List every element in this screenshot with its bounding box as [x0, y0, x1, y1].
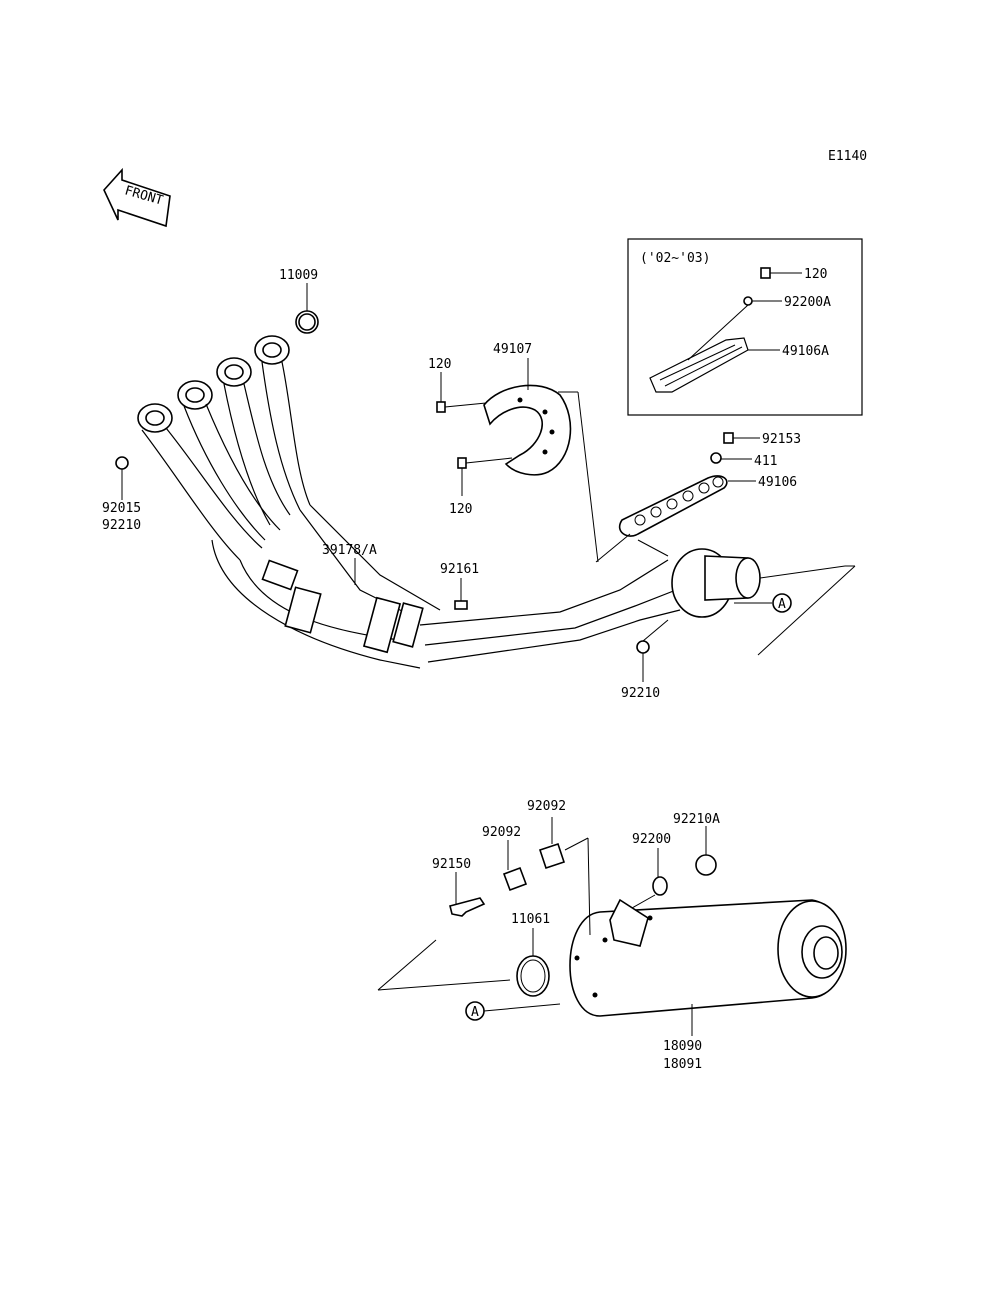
- label-411: 411: [754, 454, 777, 469]
- label-11009: 11009: [279, 268, 318, 283]
- muffler-bracket-icon: [609, 898, 649, 947]
- bushing-92092-mid-icon: [502, 866, 528, 892]
- inset-washer-icon: [743, 296, 753, 306]
- label-inset-49106a: 49106A: [782, 344, 829, 359]
- label-120-bottom: 120: [449, 502, 472, 517]
- label-49106: 49106: [758, 475, 797, 490]
- ref-a-lower-label: A: [471, 1005, 479, 1020]
- label-18091: 18091: [663, 1057, 702, 1072]
- inset-bolt-icon: [760, 267, 771, 279]
- label-92092-top: 92092: [527, 799, 566, 814]
- label-120-top: 120: [428, 357, 451, 372]
- muffler-assembly-icon: [569, 898, 847, 1017]
- diagram-code: E1140: [828, 149, 867, 164]
- bolt-120-bottom-icon: [457, 457, 467, 469]
- label-92161: 92161: [440, 562, 479, 577]
- heat-guard-49107-icon: [483, 384, 572, 476]
- label-18090: 18090: [663, 1039, 702, 1054]
- inset-box: ('02~'03) 120 92200A 49106A: [627, 238, 863, 416]
- nut-92210a-icon: [695, 854, 717, 876]
- heat-guard-49106-icon: [618, 475, 728, 537]
- label-39178: 39178/A: [322, 543, 377, 558]
- washer-92200-icon: [652, 876, 668, 896]
- header-pipes-icon: [137, 335, 761, 669]
- bolt-92153-icon: [723, 432, 734, 444]
- nut-92210-b-icon: [636, 640, 650, 654]
- inset-years: ('02~'03): [640, 251, 710, 266]
- ref-a-upper-icon: [772, 593, 792, 613]
- ref-a-upper-label: A: [778, 597, 786, 612]
- front-arrow-icon: FRONT: [103, 167, 171, 228]
- ref-a-lower-icon: [465, 1001, 485, 1021]
- label-inset-92200a: 92200A: [784, 295, 831, 310]
- nut-92015-icon: [115, 456, 129, 470]
- label-92015: 92015: [102, 501, 141, 516]
- label-92153: 92153: [762, 432, 801, 447]
- bushing-92092-top-icon: [538, 842, 566, 870]
- label-92210-b: 92210: [621, 686, 660, 701]
- washer-411-icon: [710, 452, 722, 464]
- label-92210-a: 92210: [102, 518, 141, 533]
- label-92210a: 92210A: [673, 812, 720, 827]
- clamp-92161-icon: [454, 600, 468, 610]
- label-92092-mid: 92092: [482, 825, 521, 840]
- label-11061: 11061: [511, 912, 550, 927]
- label-92200: 92200: [632, 832, 671, 847]
- label-49107: 49107: [493, 342, 532, 357]
- gasket-11061-icon: [516, 955, 550, 997]
- label-inset-120: 120: [804, 267, 827, 282]
- bolt-92150-icon: [449, 897, 486, 917]
- label-92150: 92150: [432, 857, 471, 872]
- bolt-120-top-icon: [436, 401, 446, 413]
